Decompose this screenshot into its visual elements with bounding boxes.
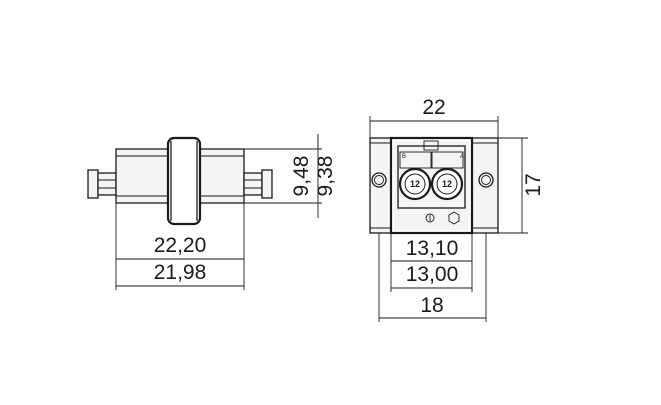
left-port-letter: B <box>402 154 406 160</box>
left-mounting-hole <box>371 172 387 188</box>
side-length-min: 21,98 <box>154 261 207 284</box>
port-area <box>397 145 466 209</box>
flange-height: 17 <box>522 173 545 196</box>
left-nose-tip <box>87 169 99 199</box>
body-width-max: 13,10 <box>406 237 459 260</box>
right-mounting-hole <box>478 172 494 188</box>
right-port-label: 12 <box>442 179 452 189</box>
left-nose <box>97 172 117 196</box>
right-port-letter: A <box>460 154 464 160</box>
body-width-min: 13,00 <box>406 263 459 286</box>
left-port-label: 12 <box>410 179 420 189</box>
side-height-min: 9,38 <box>314 156 337 197</box>
overall-width: 18 <box>420 294 443 317</box>
right-nose-tip <box>261 169 273 199</box>
right-nose <box>243 172 263 196</box>
side-height-max: 9,48 <box>290 156 313 197</box>
indicator-circle <box>425 213 435 223</box>
flange-width: 22 <box>422 96 445 119</box>
side-view: 22,20 21,98 9,48 9,38 <box>87 134 337 290</box>
side-length-max: 22,20 <box>154 234 207 257</box>
front-view: 12 B 12 A 22 17 13,10 13,00 18 <box>369 96 545 322</box>
indicator-hexagon <box>448 211 460 225</box>
